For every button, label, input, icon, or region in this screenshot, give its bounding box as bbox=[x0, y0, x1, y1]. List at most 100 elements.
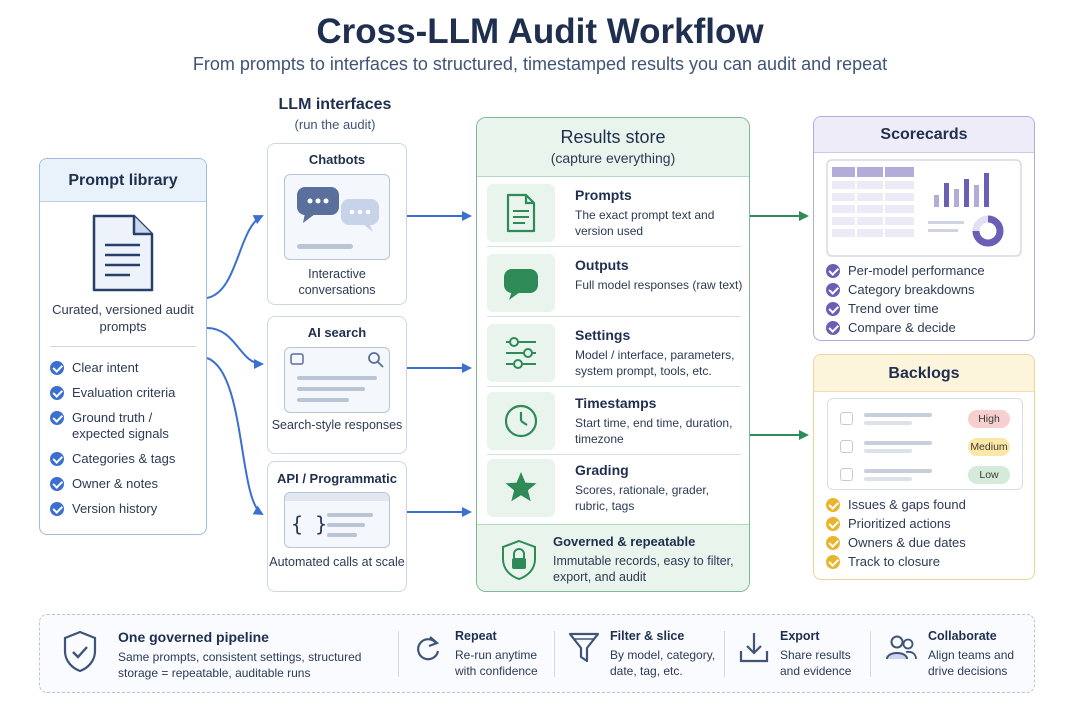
check-icon bbox=[826, 536, 840, 550]
check-icon bbox=[826, 555, 840, 569]
code-window: { } bbox=[284, 492, 390, 548]
check-icon bbox=[826, 264, 840, 278]
prompt-library-features: Clear intent Evaluation criteria Ground … bbox=[50, 360, 200, 526]
scorecards-features: Per-model performance Category breakdown… bbox=[826, 263, 985, 339]
results-store-header: Results store (capture everything) bbox=[477, 118, 749, 177]
list-item: Per-model performance bbox=[826, 263, 985, 279]
chat-bubbles-icon bbox=[297, 187, 379, 249]
list-item: Owners & due dates bbox=[826, 535, 966, 551]
governed-desc: Immutable records, easy to filter, expor… bbox=[553, 554, 734, 584]
api-desc: Automated calls at scale bbox=[269, 555, 405, 569]
check-icon bbox=[50, 477, 64, 491]
priority-list: High Medium Low bbox=[827, 398, 1023, 490]
backlogs-features: Issues & gaps found Prioritized actions … bbox=[826, 497, 966, 573]
results-row-settings: Settings Model / interface, parameters, … bbox=[487, 324, 741, 387]
check-icon bbox=[50, 386, 64, 400]
benefit-collaborate: Collaborate Align teams and drive decisi… bbox=[872, 615, 1034, 692]
code-braces-icon: { } bbox=[285, 493, 389, 537]
list-item: Evaluation criteria bbox=[50, 385, 200, 401]
benefit-export: Export Share results and evidence bbox=[726, 615, 868, 692]
list-item: Ground truth / expected signals bbox=[50, 410, 200, 442]
search-window bbox=[284, 347, 390, 413]
api-card: API / Programmatic { } Automated calls a… bbox=[267, 461, 407, 592]
check-icon bbox=[826, 321, 840, 335]
list-item: Trend over time bbox=[826, 301, 985, 317]
download-icon bbox=[739, 633, 769, 663]
priority-badge: Low bbox=[968, 466, 1010, 484]
people-icon bbox=[886, 635, 917, 660]
benefit-desc: Share results and evidence bbox=[780, 648, 852, 678]
results-row-outputs: Outputs Full model responses (raw text) bbox=[487, 254, 742, 317]
benefit-filter: Filter & slice By model, category, date,… bbox=[556, 615, 722, 692]
prompt-library-caption: Curated, versioned audit prompts bbox=[52, 302, 194, 334]
results-row-title: Outputs bbox=[575, 257, 629, 273]
benefit-governed-pipeline: One governed pipeline Same prompts, cons… bbox=[40, 615, 396, 692]
benefits-band: One governed pipeline Same prompts, cons… bbox=[39, 614, 1035, 693]
priority-badge: High bbox=[968, 410, 1010, 428]
priority-row: High bbox=[828, 409, 1022, 429]
check-icon bbox=[826, 498, 840, 512]
results-row-title: Grading bbox=[575, 462, 629, 478]
ai-search-card: AI search Search-style responses bbox=[267, 316, 407, 454]
results-row-desc: Full model responses (raw text) bbox=[575, 278, 743, 292]
search-window-icon bbox=[290, 352, 384, 402]
list-item: Prioritized actions bbox=[826, 516, 966, 532]
ai-search-desc: Search-style responses bbox=[271, 418, 403, 432]
llm-interfaces-subheading: (run the audit) bbox=[294, 117, 376, 132]
backlogs-panel: Backlogs High Medium Low Issues & gaps f… bbox=[813, 354, 1035, 580]
list-item: Clear intent bbox=[50, 360, 200, 376]
governed-title: Governed & repeatable bbox=[553, 534, 696, 549]
priority-row: Medium bbox=[828, 437, 1022, 457]
divider bbox=[724, 631, 725, 677]
list-item: Compare & decide bbox=[826, 320, 985, 336]
results-store-subtitle: (capture everything) bbox=[550, 150, 676, 166]
scorecards-panel: Scorecards Per-model performance Categor… bbox=[813, 116, 1035, 341]
results-store-title: Results store bbox=[560, 127, 666, 147]
list-item: Categories & tags bbox=[50, 451, 200, 467]
llm-interfaces-heading: LLM interfaces bbox=[278, 96, 392, 113]
results-store-panel: Results store (capture everything) Promp… bbox=[476, 117, 750, 592]
results-row-desc: Start time, end time, duration, timezone bbox=[575, 416, 733, 446]
prompt-library-panel: Prompt library Curated, versioned audit … bbox=[39, 158, 207, 535]
page-title: Cross-LLM Audit Workflow bbox=[316, 12, 764, 51]
page-subtitle: From prompts to interfaces to structured… bbox=[192, 54, 888, 74]
benefit-repeat: Repeat Re-run anytime with confidence bbox=[400, 615, 554, 692]
results-row-prompts: Prompts The exact prompt text and versio… bbox=[487, 184, 741, 247]
check-icon bbox=[826, 283, 840, 297]
priority-row: Low bbox=[828, 465, 1022, 485]
document-icon bbox=[92, 214, 154, 292]
clock-icon bbox=[504, 404, 538, 438]
divider bbox=[870, 631, 871, 677]
lock-icon bbox=[502, 539, 536, 581]
chatbots-desc: Interactive conversations bbox=[298, 267, 376, 297]
list-item: Issues & gaps found bbox=[826, 497, 966, 513]
checkbox-icon bbox=[840, 440, 853, 453]
check-icon bbox=[50, 452, 64, 466]
check-icon bbox=[50, 502, 64, 516]
check-icon bbox=[826, 302, 840, 316]
check-icon bbox=[50, 361, 64, 375]
results-row-title: Settings bbox=[575, 327, 631, 343]
backlogs-title: Backlogs bbox=[814, 355, 1034, 392]
benefit-desc: Align teams and drive decisions bbox=[928, 648, 1015, 678]
list-item: Owner & notes bbox=[50, 476, 200, 492]
results-row-timestamps: Timestamps Start time, end time, duratio… bbox=[487, 392, 741, 455]
results-row-desc: Model / interface, parameters, system pr… bbox=[575, 348, 735, 378]
shield-check-icon bbox=[63, 630, 97, 673]
benefit-title: One governed pipeline bbox=[118, 629, 269, 645]
speech-bubble-icon bbox=[504, 269, 538, 300]
divider bbox=[398, 631, 399, 677]
scorecards-title: Scorecards bbox=[814, 117, 1034, 153]
divider bbox=[554, 631, 555, 677]
results-row-desc: The exact prompt text and version used bbox=[575, 208, 715, 238]
star-icon bbox=[505, 472, 537, 502]
governed-footer: Governed & repeatable Immutable records,… bbox=[477, 524, 749, 591]
results-row-desc: Scores, rationale, grader, rubric, tags bbox=[575, 483, 710, 513]
sliders-icon bbox=[506, 337, 536, 369]
benefit-title: Collaborate bbox=[928, 629, 997, 643]
api-title: API / Programmatic bbox=[277, 471, 397, 486]
checkbox-icon bbox=[840, 468, 853, 481]
prompt-library-title: Prompt library bbox=[40, 159, 206, 202]
check-icon bbox=[826, 517, 840, 531]
